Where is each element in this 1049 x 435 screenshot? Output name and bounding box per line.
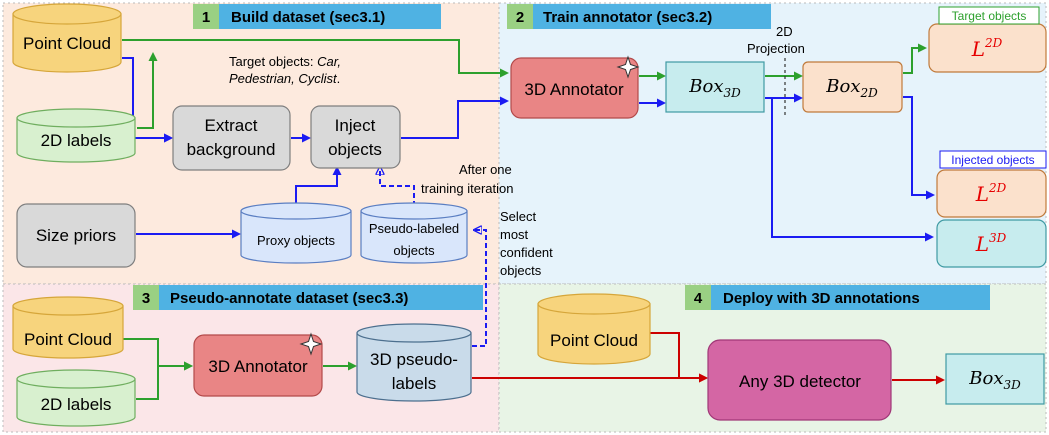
node-label: Point Cloud <box>24 330 112 349</box>
inject-objects-node: Inject objects <box>310 105 401 169</box>
node-label: Point Cloud <box>23 34 111 53</box>
node-label-line2: background <box>187 140 276 159</box>
arrow-box3d-to-loss3d <box>771 98 934 242</box>
arrow-labels-to-target <box>137 52 158 129</box>
labels-2d-node-pseudo: 2D labels <box>16 369 136 427</box>
extract-background-node: Extract background <box>172 105 291 171</box>
annotator-node-train: 3D Annotator <box>510 55 640 119</box>
select-confident-line1: Select <box>500 209 537 224</box>
node-label: 3D Annotator <box>208 357 308 376</box>
node-label: Proxy objects <box>257 233 336 248</box>
section-header-2: 2 Train annotator (sec3.2) <box>507 4 771 29</box>
proxy-objects-node: Proxy objects <box>240 202 352 264</box>
point-cloud-node: Point Cloud <box>12 3 122 73</box>
pseudo-labeled-objects-node: Pseudo-labeled objects <box>360 202 468 264</box>
labels-2d-node: 2D labels <box>16 108 136 163</box>
arrow-pc-to-annotator <box>122 39 509 78</box>
svg-text:Injected objects: Injected objects <box>951 153 1034 167</box>
annotator-node-pseudo: 3D Annotator <box>193 332 323 397</box>
node-label: 3D Annotator <box>524 80 624 99</box>
section-number: 4 <box>694 290 703 307</box>
node-label-line1: Pseudo-labeled <box>369 221 459 236</box>
after-iteration-line2: training iteration <box>421 181 514 196</box>
section-number: 3 <box>142 290 150 307</box>
arrow-pc4-to-detector <box>650 332 708 383</box>
detector-node: Any 3D detector <box>707 339 892 421</box>
section-title: Deploy with 3D annotations <box>723 290 920 307</box>
arrow-box2d-to-loss2d-target <box>903 43 927 74</box>
node-label: Any 3D detector <box>739 372 861 391</box>
section-title: Build dataset (sec3.1) <box>231 9 385 26</box>
node-label: 2D labels <box>41 395 112 414</box>
node-label-line2: labels <box>392 374 436 393</box>
box2d-node: Box2D <box>802 61 903 113</box>
node-label-line1: Extract <box>205 116 258 135</box>
arrow-labels3-to-annotator <box>136 361 193 400</box>
node-label-line2: objects <box>393 243 435 258</box>
arrow-select-confident <box>472 230 487 347</box>
pseudo-labels-node: 3D pseudo- labels <box>356 323 472 402</box>
injected-objects-tag: Injected objects <box>939 150 1047 169</box>
projection-label-line1: 2D <box>776 24 793 39</box>
point-cloud-node-pseudo: Point Cloud <box>12 296 124 359</box>
section-number: 2 <box>516 9 524 26</box>
point-cloud-node-deploy: Point Cloud <box>537 293 651 365</box>
box3d-node-deploy: Box3D <box>945 353 1045 405</box>
svg-text:L3D: L3D <box>975 231 1007 256</box>
svg-text:L2D: L2D <box>971 36 1003 61</box>
sparkle-icon <box>616 55 640 79</box>
node-label: Point Cloud <box>550 331 638 350</box>
loss-2d-target-node: L2D <box>928 23 1047 73</box>
size-priors-node: Size priors <box>16 203 136 268</box>
arrow-box2d-to-loss2d-injected <box>903 96 935 200</box>
projection-label-line2: Projection <box>747 41 805 56</box>
node-label-line1: 3D pseudo- <box>370 350 458 369</box>
section-header-3: 3 Pseudo-annotate dataset (sec3.3) <box>133 285 483 310</box>
svg-text:Box3D: Box3D <box>968 368 1021 392</box>
arrow-proxy-to-inject <box>295 166 342 206</box>
loss-2d-injected-node: L2D <box>936 169 1047 218</box>
svg-text:Box3D: Box3D <box>688 76 741 100</box>
box3d-node-train: Box3D <box>665 61 765 113</box>
section-header-4: 4 Deploy with 3D annotations <box>685 285 990 310</box>
node-label-line1: Inject <box>335 116 376 135</box>
target-objects-annotation: Target objects: Car, <box>229 54 341 69</box>
section-number: 1 <box>202 9 210 26</box>
svg-text:Target objects: Target objects <box>952 9 1027 23</box>
svg-text:L2D: L2D <box>975 181 1007 206</box>
target-objects-annotation-line2: Pedestrian, Cyclist. <box>229 71 340 86</box>
target-objects-tag: Target objects <box>938 6 1040 25</box>
select-confident-line3: confident <box>500 245 553 260</box>
select-confident-line4: objects <box>500 263 542 278</box>
after-iteration-line1: After one <box>459 162 512 177</box>
arrow-pseudolabeled-to-inject <box>380 168 415 206</box>
select-confident-line2: most <box>500 227 529 242</box>
node-label-line2: objects <box>328 140 382 159</box>
section-title: Train annotator (sec3.2) <box>543 9 712 26</box>
node-label: Size priors <box>36 226 116 245</box>
section-header-1: 1 Build dataset (sec3.1) <box>193 4 441 29</box>
loss-3d-injected-node: L3D <box>936 219 1047 268</box>
node-label: 2D labels <box>41 131 112 150</box>
section-title: Pseudo-annotate dataset (sec3.3) <box>170 290 408 307</box>
svg-text:Box2D: Box2D <box>825 76 878 100</box>
sparkle-icon <box>299 332 323 356</box>
arrow-inject-to-annotator <box>401 96 509 139</box>
